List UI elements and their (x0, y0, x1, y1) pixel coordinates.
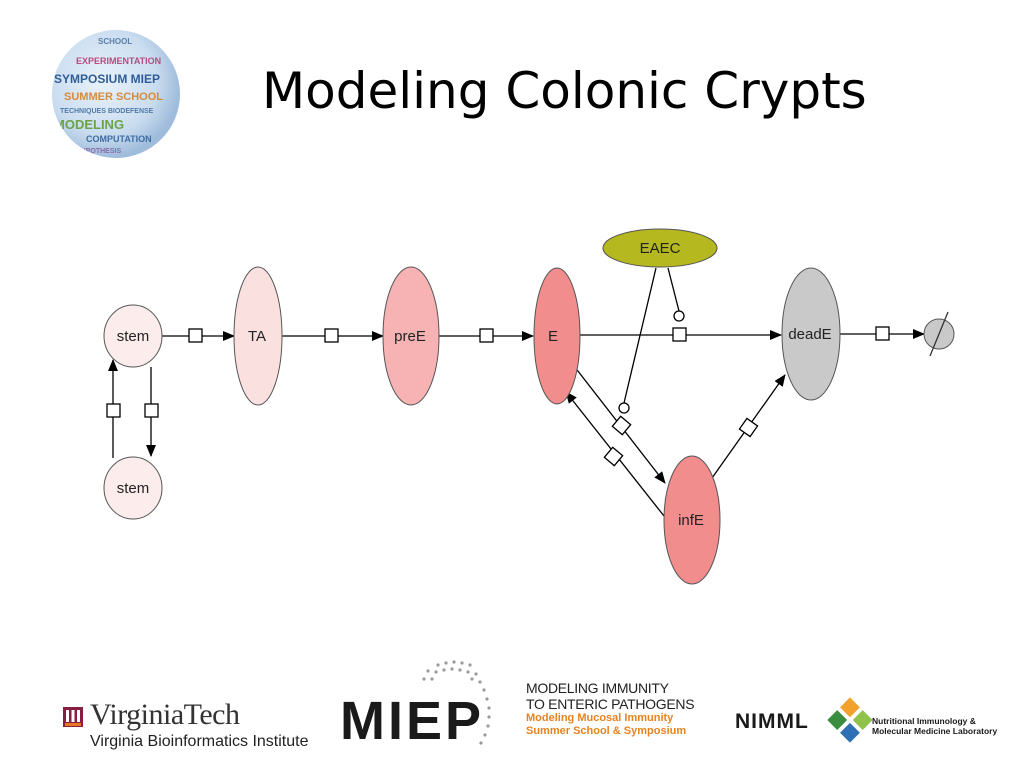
vt-institute: Virginia Bioinformatics Institute (90, 733, 309, 750)
globe-word: SYMPOSIUM MIEP (54, 72, 160, 86)
process-square (144, 403, 159, 418)
process-square (611, 415, 632, 436)
symposium-globe-logo: SCHOOL EXPERIMENTATION SYMPOSIUM MIEP SU… (52, 30, 180, 158)
node-deadE (781, 267, 841, 401)
globe-word: EXPERIMENTATION (76, 56, 161, 66)
slide-title: Modeling Colonic Crypts (262, 62, 867, 120)
process-square (875, 326, 890, 341)
process-square (603, 446, 624, 467)
label-stem-bottom: stem (117, 480, 150, 497)
node-stem-bottom (103, 456, 163, 520)
node-TA (233, 266, 283, 406)
process-square (324, 328, 339, 343)
process-square (106, 403, 121, 418)
globe-word: SCHOOL (98, 37, 132, 46)
edge-EAEC-modifier-inf (623, 267, 657, 404)
node-EAEC (602, 228, 718, 268)
process-square (479, 328, 494, 343)
nimml-subtitle: Nutritional Immunology & Molecular Medic… (872, 716, 998, 736)
miep-acronym: MIEP (340, 691, 485, 751)
process-square (672, 327, 687, 342)
node-E (533, 267, 581, 405)
vt-shield-icon (63, 707, 83, 727)
label-TA: TA (248, 328, 266, 345)
label-stem-top: stem (117, 328, 150, 345)
label-preE: preE (394, 328, 426, 345)
node-infE (663, 455, 721, 585)
edge-EAEC-modifier-dead (667, 267, 680, 312)
vt-name: VirginiaTech (90, 698, 240, 731)
miep-dots-icon (422, 660, 491, 745)
nimml-diamond-icon (827, 697, 873, 743)
process-square (738, 417, 759, 438)
label-infE: infE (678, 512, 704, 529)
globe-word: MODELING (54, 117, 124, 132)
miep-line-3: Modeling Mucosal Immunity (526, 712, 674, 724)
nimml-acronym: NIMML (735, 710, 809, 733)
globe-word: SUMMER SCHOOL (64, 91, 163, 103)
globe-word: TECHNIQUES BIODEFENSE (60, 108, 154, 115)
miep-line-4: Summer School & Symposium (526, 725, 687, 737)
node-stem-top (103, 304, 163, 368)
sink-slash-icon (929, 311, 949, 357)
globe-word: HYPOTHESIS (76, 148, 121, 155)
process-square (188, 328, 203, 343)
modifier-circle (673, 310, 685, 322)
miep-tagline: MODELING IMMUNITY TO ENTERIC PATHOGENS M… (526, 680, 726, 738)
miep-line-2: TO ENTERIC PATHOGENS (526, 696, 695, 712)
label-EAEC: EAEC (640, 240, 681, 257)
modifier-circle (618, 402, 630, 414)
miep-line-1: MODELING IMMUNITY (526, 680, 669, 696)
label-E: E (548, 328, 558, 345)
node-preE (382, 266, 440, 406)
globe-word: COMPUTATION (86, 134, 152, 144)
label-deadE: deadE (788, 326, 831, 343)
